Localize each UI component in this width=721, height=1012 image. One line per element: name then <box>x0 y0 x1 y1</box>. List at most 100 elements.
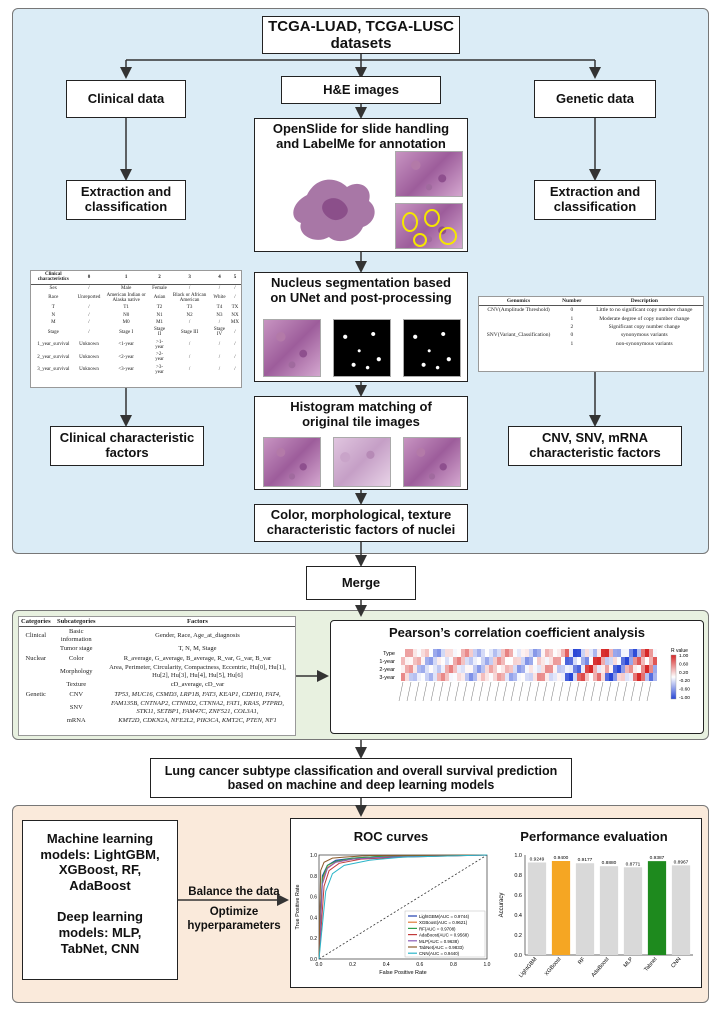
heatmap-cell <box>465 665 469 673</box>
heatmap-legend-tick: -0.60 <box>679 687 690 693</box>
clinical-table-cell: TX <box>231 305 239 311</box>
heatmap-cell <box>553 665 557 673</box>
heatmap-cell <box>653 673 657 681</box>
heatmap-cell <box>505 657 509 665</box>
pearson-panel: Pearson’s correlation coefficient analys… <box>330 620 704 734</box>
heatmap-cell <box>469 657 473 665</box>
heatmap-column-label <box>590 681 596 702</box>
heatmap-cell <box>581 649 585 657</box>
extraction-right-label: Extraction and classification <box>549 184 641 214</box>
heatmap-column-label <box>622 681 628 702</box>
clinical-factors-label: Clinical characteristic factors <box>59 430 195 460</box>
heatmap-cell <box>505 673 509 681</box>
bar-category-label: MLP <box>623 956 635 969</box>
bar-category-label: CNN <box>670 956 682 969</box>
heatmap-cell <box>441 665 445 673</box>
clinical-table-cell: <2-year <box>118 354 134 360</box>
clinical-table-cell: N2 <box>186 312 193 318</box>
heatmap-column-label <box>534 681 540 702</box>
bar-y-label: Accuracy <box>499 893 505 918</box>
heatmap-cell <box>425 649 429 657</box>
heatmap-cell <box>413 649 417 657</box>
heatmap-cell <box>477 673 481 681</box>
heatmap-column-label <box>462 681 468 702</box>
heatmap-cell <box>405 673 409 681</box>
heatmap-row-label: 1-year <box>379 659 395 665</box>
heatmap-cell <box>589 665 593 673</box>
clinical-table-header-cell: 2 <box>149 271 170 285</box>
genetic-table-cell: Little to no significant copy number cha… <box>596 307 693 314</box>
heatmap-cell <box>513 673 517 681</box>
hist-tile-2 <box>333 437 391 487</box>
heatmap-column-label <box>454 681 460 702</box>
clinical-table-cell: / <box>234 367 236 373</box>
heatmap-column-label <box>414 681 420 702</box>
heatmap-cell <box>633 649 637 657</box>
factors-table-cell: Nuclear <box>25 654 47 662</box>
heatmap-cell <box>485 673 489 681</box>
heatmap-cell <box>513 649 517 657</box>
clinical-table-cell: Unreported <box>77 295 101 301</box>
heatmap-cell <box>449 657 453 665</box>
heatmap-cell <box>621 649 625 657</box>
clinical-table-cell: T3 <box>186 305 193 311</box>
clinical-table-cell: / <box>88 285 90 291</box>
heatmap-legend-tick: 1.00 <box>679 653 689 659</box>
accuracy-bar-label: 0.9387 <box>650 855 665 861</box>
factors-table-header-cell: Subcategories <box>52 617 100 628</box>
clinical-table-cell: 3_year_survival <box>37 367 70 373</box>
roc-legend-entry: TabNet(AUC = 0.9833) <box>419 945 464 950</box>
heatmap-cell <box>605 649 609 657</box>
heatmap-cell <box>445 657 449 665</box>
heatmap-cell <box>409 673 413 681</box>
heatmap-cell <box>541 657 545 665</box>
heatmap-column-label <box>574 681 580 702</box>
histogram-box: Histogram matching of original tile imag… <box>254 396 468 490</box>
accuracy-bar-label: 0.8880 <box>602 860 617 866</box>
heatmap-cell <box>585 657 589 665</box>
accuracy-bar-label: 0.9177 <box>578 857 593 863</box>
heatmap-legend-tick: -1.00 <box>679 695 690 701</box>
heatmap-cell <box>545 649 549 657</box>
heatmap-cell <box>453 657 457 665</box>
accuracy-bar <box>527 862 547 955</box>
factors-table-cell: Tumor stage <box>60 645 93 653</box>
heatmap-cell <box>405 665 409 673</box>
clinical-table-cell: / <box>188 342 191 348</box>
heatmap-column-label <box>486 681 492 702</box>
heatmap-cell <box>449 673 453 681</box>
heatmap-cell <box>557 657 561 665</box>
heatmap-cell <box>429 673 433 681</box>
factors-table-cell: Morphology <box>60 668 93 676</box>
heatmap-cell <box>545 665 549 673</box>
clinical-table-cell: / <box>188 354 191 360</box>
genetic-data-label: Genetic data <box>555 90 635 106</box>
clinical-table-cell: Stage III <box>180 329 199 335</box>
clinical-table-cell: / <box>234 295 236 301</box>
genetic-factors-label: CNV, SNV, mRNA characteristic factors <box>529 430 661 460</box>
genetic-table-cell: 1 <box>570 315 574 322</box>
heatmap-cell <box>609 673 613 681</box>
accuracy-bar-label: 0.9400 <box>554 855 569 861</box>
seg-tile-mask-1 <box>333 319 391 377</box>
factors-table-cell: Texture <box>66 681 87 689</box>
genetic-data-box: Genetic data <box>534 80 656 118</box>
heatmap-cell <box>629 649 633 657</box>
heatmap-cell <box>433 649 437 657</box>
heatmap-cell <box>401 657 405 665</box>
clinical-table-cell: Stage I <box>119 329 134 335</box>
bar-y-tick: 0.0 <box>514 953 522 959</box>
accuracy-bar-chart: 0.00.20.40.60.81.0Accuracy0.9249LightGBM… <box>499 853 693 979</box>
heatmap-column-label <box>598 681 604 702</box>
heatmap-cell <box>609 649 613 657</box>
hist-tile-3 <box>403 437 461 487</box>
heatmap-cell <box>561 673 565 681</box>
genetic-table-cell: non-synonymous variants <box>615 340 673 347</box>
clinical-table-cell: / <box>234 329 236 335</box>
